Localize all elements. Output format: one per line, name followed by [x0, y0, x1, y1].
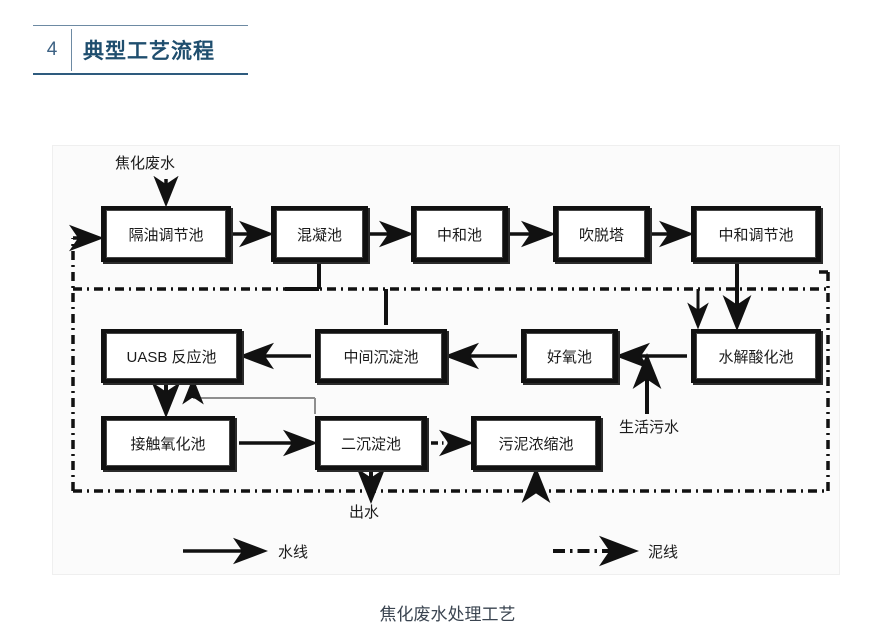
flow-connector-layer: [69, 175, 830, 567]
process-box-stripping-tower[interactable]: 吹脱塔: [553, 206, 650, 262]
process-box-oil-separation-tank[interactable]: 隔油调节池: [101, 206, 231, 262]
section-number: 4: [46, 39, 58, 60]
header-rule-bottom: [33, 73, 248, 75]
process-box-label: 接触氧化池: [106, 420, 230, 466]
legend-label-sludge-line: 泥线: [648, 544, 679, 561]
section-header: 4 典型工艺流程: [33, 25, 248, 75]
process-box-intermediate-sedimentation-tank[interactable]: 中间沉淀池: [315, 329, 447, 383]
process-box-label: UASB 反应池: [106, 333, 237, 379]
process-box-label: 中间沉淀池: [320, 333, 442, 379]
header-divider: [71, 29, 72, 71]
process-box-sludge-thickener[interactable]: 污泥浓缩池: [471, 416, 601, 470]
process-box-neutralization-tank[interactable]: 中和池: [411, 206, 508, 262]
process-box-label: 吹脱塔: [558, 210, 645, 258]
process-box-label: 中和调节池: [696, 210, 816, 258]
process-box-label: 隔油调节池: [106, 210, 226, 258]
inlet-label-coking-wastewater: 焦化废水: [115, 155, 176, 172]
process-box-secondary-sedimentation-tank[interactable]: 二沉淀池: [315, 416, 427, 470]
process-box-aerobic-tank[interactable]: 好氧池: [521, 329, 618, 383]
process-box-label: 水解酸化池: [696, 333, 816, 379]
process-box-coagulation-tank[interactable]: 混凝池: [271, 206, 368, 262]
inlet-label-domestic-sewage: 生活污水: [619, 419, 680, 436]
process-box-label: 二沉淀池: [320, 420, 422, 466]
process-box-uasb-reactor[interactable]: UASB 反应池: [101, 329, 242, 383]
page-title: 典型工艺流程: [83, 40, 215, 63]
outlet-label-effluent: 出水: [349, 504, 380, 521]
process-box-label: 中和池: [416, 210, 503, 258]
figure-caption: 焦化废水处理工艺: [379, 605, 516, 624]
legend-label-water-line: 水线: [278, 544, 309, 561]
process-box-contact-oxidation-tank[interactable]: 接触氧化池: [101, 416, 235, 470]
process-box-hydrolysis-acidification-tank[interactable]: 水解酸化池: [691, 329, 821, 383]
process-box-label: 好氧池: [526, 333, 613, 379]
header-rule-top: [33, 25, 248, 26]
process-box-neutralization-regulating-tank[interactable]: 中和调节池: [691, 206, 821, 262]
process-box-label: 混凝池: [276, 210, 363, 258]
process-box-label: 污泥浓缩池: [476, 420, 596, 466]
process-flow-diagram: 隔油调节池 混凝池 中和池 吹脱塔 中和调节池 UASB 反应池 中间沉淀池 好…: [52, 145, 840, 575]
